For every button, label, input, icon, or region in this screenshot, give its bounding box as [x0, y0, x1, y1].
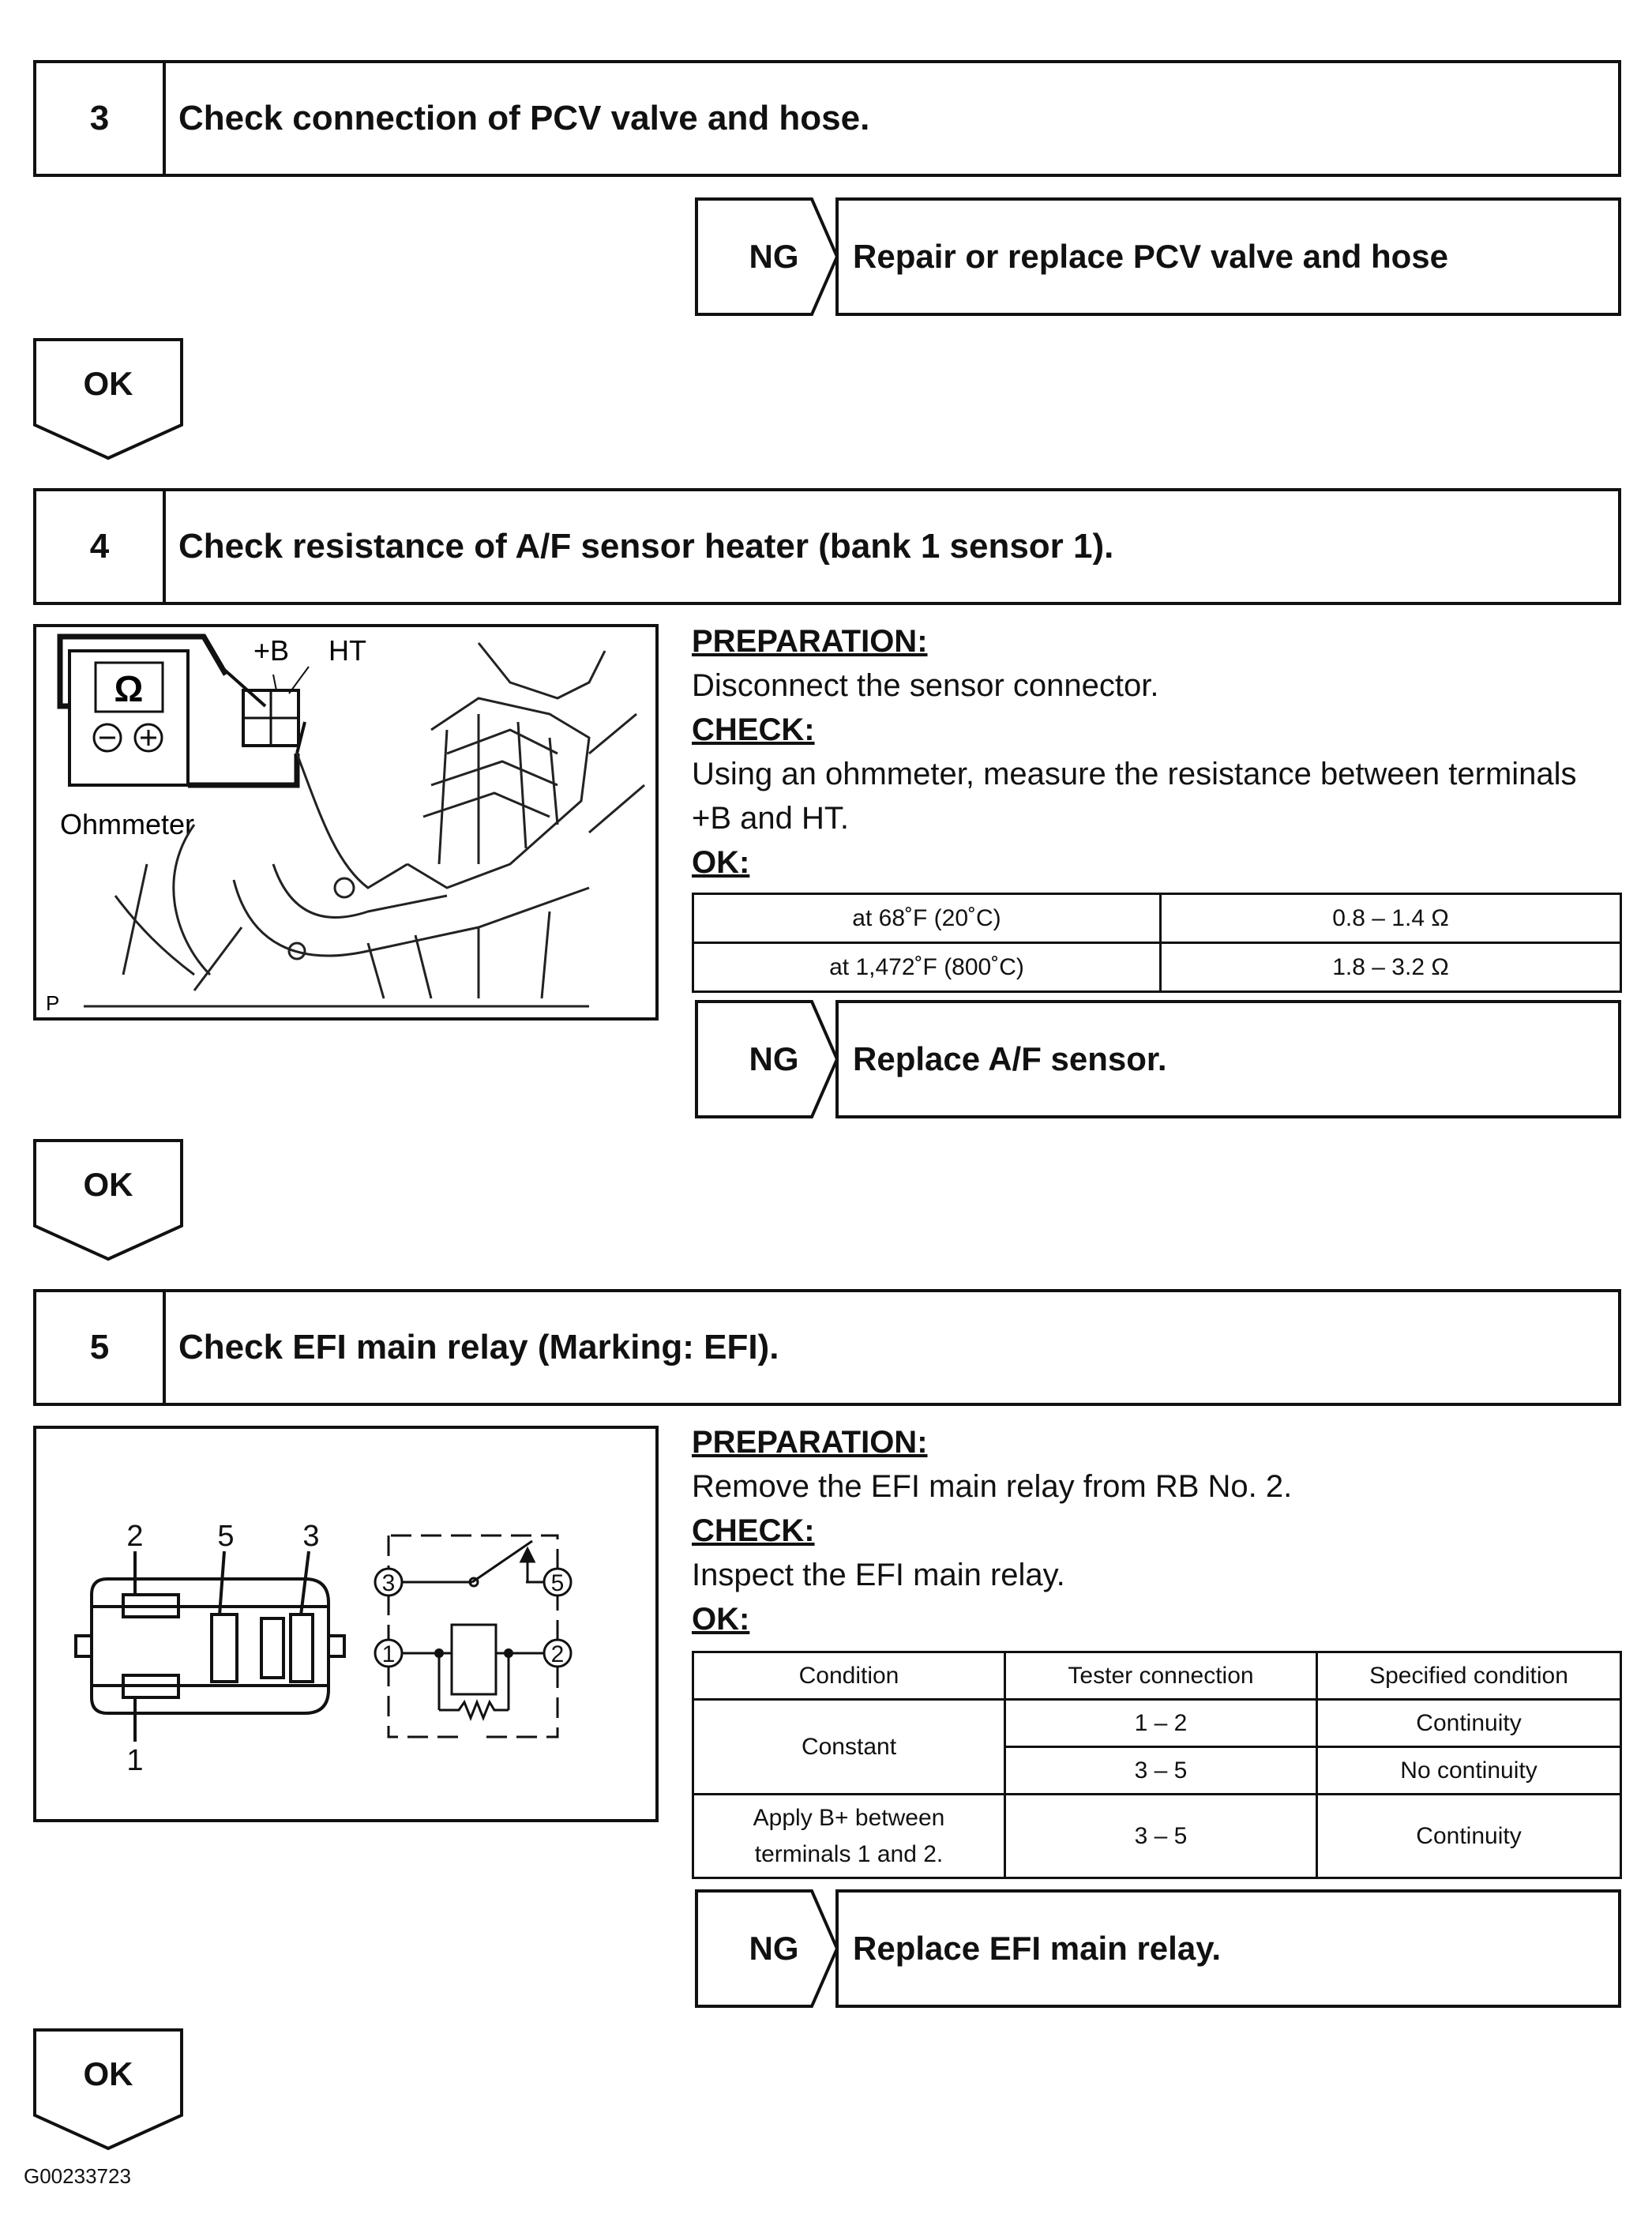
relay-figure: 2 5 3 1	[33, 1426, 659, 1822]
relay-spec-table: Condition Tester connection Specified co…	[692, 1651, 1622, 1879]
step-number: 5	[36, 1292, 166, 1403]
table-cell: 3 – 5	[1004, 1746, 1318, 1795]
table-row: at 68˚F (20˚C) 0.8 – 1.4 Ω	[692, 893, 1622, 944]
step-5-header: 5 Check EFI main relay (Marking: EFI).	[33, 1289, 1621, 1406]
table-cell: at 68˚F (20˚C)	[692, 893, 1162, 944]
pin-3-label: 3	[302, 1520, 319, 1553]
table-row: at 1,472˚F (800˚C) 1.8 – 3.2 Ω	[692, 942, 1622, 993]
relay-diagram: 2 5 3 1	[74, 1520, 573, 1777]
ng-arrow-icon	[695, 1000, 839, 1118]
pin-5-label: 5	[217, 1520, 234, 1553]
table-header: Specified condition	[1316, 1651, 1622, 1701]
ohmmeter-figure: Ω +B HT Ohmmeter	[33, 624, 659, 1021]
ng-action-step-4: NG Replace A/F sensor.	[695, 1000, 1621, 1118]
pin-1-label: 1	[126, 1744, 143, 1777]
ok-label: OK	[83, 2055, 133, 2092]
ohm-symbol: Ω	[115, 668, 144, 709]
ng-action-text: Replace A/F sensor.	[835, 1000, 1621, 1118]
ng-action-step-5: NG Replace EFI main relay.	[695, 1889, 1621, 2008]
step-4-header: 4 Check resistance of A/F sensor heater …	[33, 488, 1621, 605]
check-heading: CHECK:	[692, 1513, 815, 1548]
ng-label: NG	[749, 1930, 799, 1967]
table-header: Condition	[692, 1651, 1006, 1701]
ng-label: NG	[749, 1040, 799, 1077]
ok-arrow-icon	[33, 1139, 183, 1261]
ng-action-step-3: NG Repair or replace PCV valve and hose	[695, 197, 1621, 316]
relay-connector	[74, 1551, 346, 1742]
step-4-instructions: PREPARATION: Disconnect the sensor conne…	[692, 619, 1624, 885]
preparation-text: Disconnect the sensor connector.	[692, 668, 1159, 703]
ht-label: HT	[329, 634, 366, 667]
table-cell: Apply B+ between terminals 1 and 2.	[692, 1793, 1006, 1879]
table-cell: 1 – 2	[1004, 1698, 1318, 1748]
ok-label: OK	[83, 365, 133, 402]
table-cell: 3 – 5	[1004, 1793, 1318, 1879]
table-cell: at 1,472˚F (800˚C)	[692, 942, 1162, 993]
preparation-heading: PREPARATION:	[692, 624, 928, 659]
ng-arrow-icon	[695, 197, 839, 316]
preparation-text: Remove the EFI main relay from RB No. 2.	[692, 1469, 1293, 1504]
table-cell: Continuity	[1316, 1698, 1622, 1748]
ng-arrow-icon	[695, 1889, 839, 2008]
check-heading: CHECK:	[692, 712, 815, 747]
table-cell: No continuity	[1316, 1746, 1622, 1795]
table-cell: 0.8 – 1.4 Ω	[1159, 893, 1622, 944]
document-code: G00233723	[24, 2164, 131, 2188]
ok-label: OK	[83, 1166, 133, 1203]
terminal-3-label: 3	[382, 1570, 396, 1596]
condition-line: terminals 1 and 2.	[754, 1840, 944, 1867]
relay-circuit	[387, 1534, 559, 1738]
step-5-instructions: PREPARATION: Remove the EFI main relay f…	[692, 1420, 1624, 1641]
ohmmeter-label: Ohmmeter	[60, 808, 194, 840]
step-title: Check connection of PCV valve and hose.	[178, 99, 870, 137]
step-title: Check EFI main relay (Marking: EFI).	[178, 1328, 779, 1366]
check-text: Inspect the EFI main relay.	[692, 1558, 1065, 1592]
ng-action-text: Replace EFI main relay.	[835, 1889, 1621, 2008]
ok-arrow-step-3: OK	[33, 338, 183, 460]
step-3-header: 3 Check connection of PCV valve and hose…	[33, 60, 1621, 177]
table-row: 3 – 5 No continuity	[693, 1746, 1622, 1795]
table-row: Apply B+ between terminals 1 and 2. 3 – …	[692, 1793, 1622, 1879]
ng-label: NG	[749, 238, 799, 275]
plus-b-label: +B	[253, 634, 289, 667]
ohmmeter-illustration: Ω +B HT Ohmmeter	[46, 633, 645, 1015]
table-cell: Continuity	[1316, 1793, 1622, 1879]
table-cell: 1.8 – 3.2 Ω	[1159, 942, 1622, 993]
figure-corner-mark: P	[46, 991, 59, 1015]
resistance-spec-table: at 68˚F (20˚C) 0.8 – 1.4 Ω at 1,472˚F (8…	[692, 893, 1622, 993]
table-header: Tester connection	[1004, 1651, 1318, 1701]
ng-action-text: Repair or replace PCV valve and hose	[835, 197, 1621, 316]
table-cell: Constant	[692, 1698, 1006, 1795]
terminal-5-label: 5	[551, 1570, 565, 1596]
step-number: 3	[36, 63, 166, 174]
ok-heading: OK:	[692, 1602, 750, 1637]
pin-2-label: 2	[126, 1520, 143, 1553]
ok-arrow-step-5: OK	[33, 2028, 183, 2151]
condition-line: Apply B+ between	[753, 1804, 945, 1831]
table-header-row: Condition Tester connection Specified co…	[692, 1651, 1622, 1701]
ok-arrow-icon	[33, 338, 183, 460]
ok-heading: OK:	[692, 845, 750, 880]
ok-arrow-icon	[33, 2028, 183, 2151]
check-text: Using an ohmmeter, measure the resistanc…	[692, 757, 1577, 836]
terminal-2-label: 2	[551, 1641, 565, 1667]
step-title: Check resistance of A/F sensor heater (b…	[178, 527, 1114, 566]
step-number: 4	[36, 491, 166, 602]
preparation-heading: PREPARATION:	[692, 1425, 928, 1460]
ok-arrow-step-4: OK	[33, 1139, 183, 1261]
table-row: Constant 1 – 2 Continuity	[692, 1698, 1622, 1795]
terminal-1-label: 1	[382, 1641, 396, 1667]
